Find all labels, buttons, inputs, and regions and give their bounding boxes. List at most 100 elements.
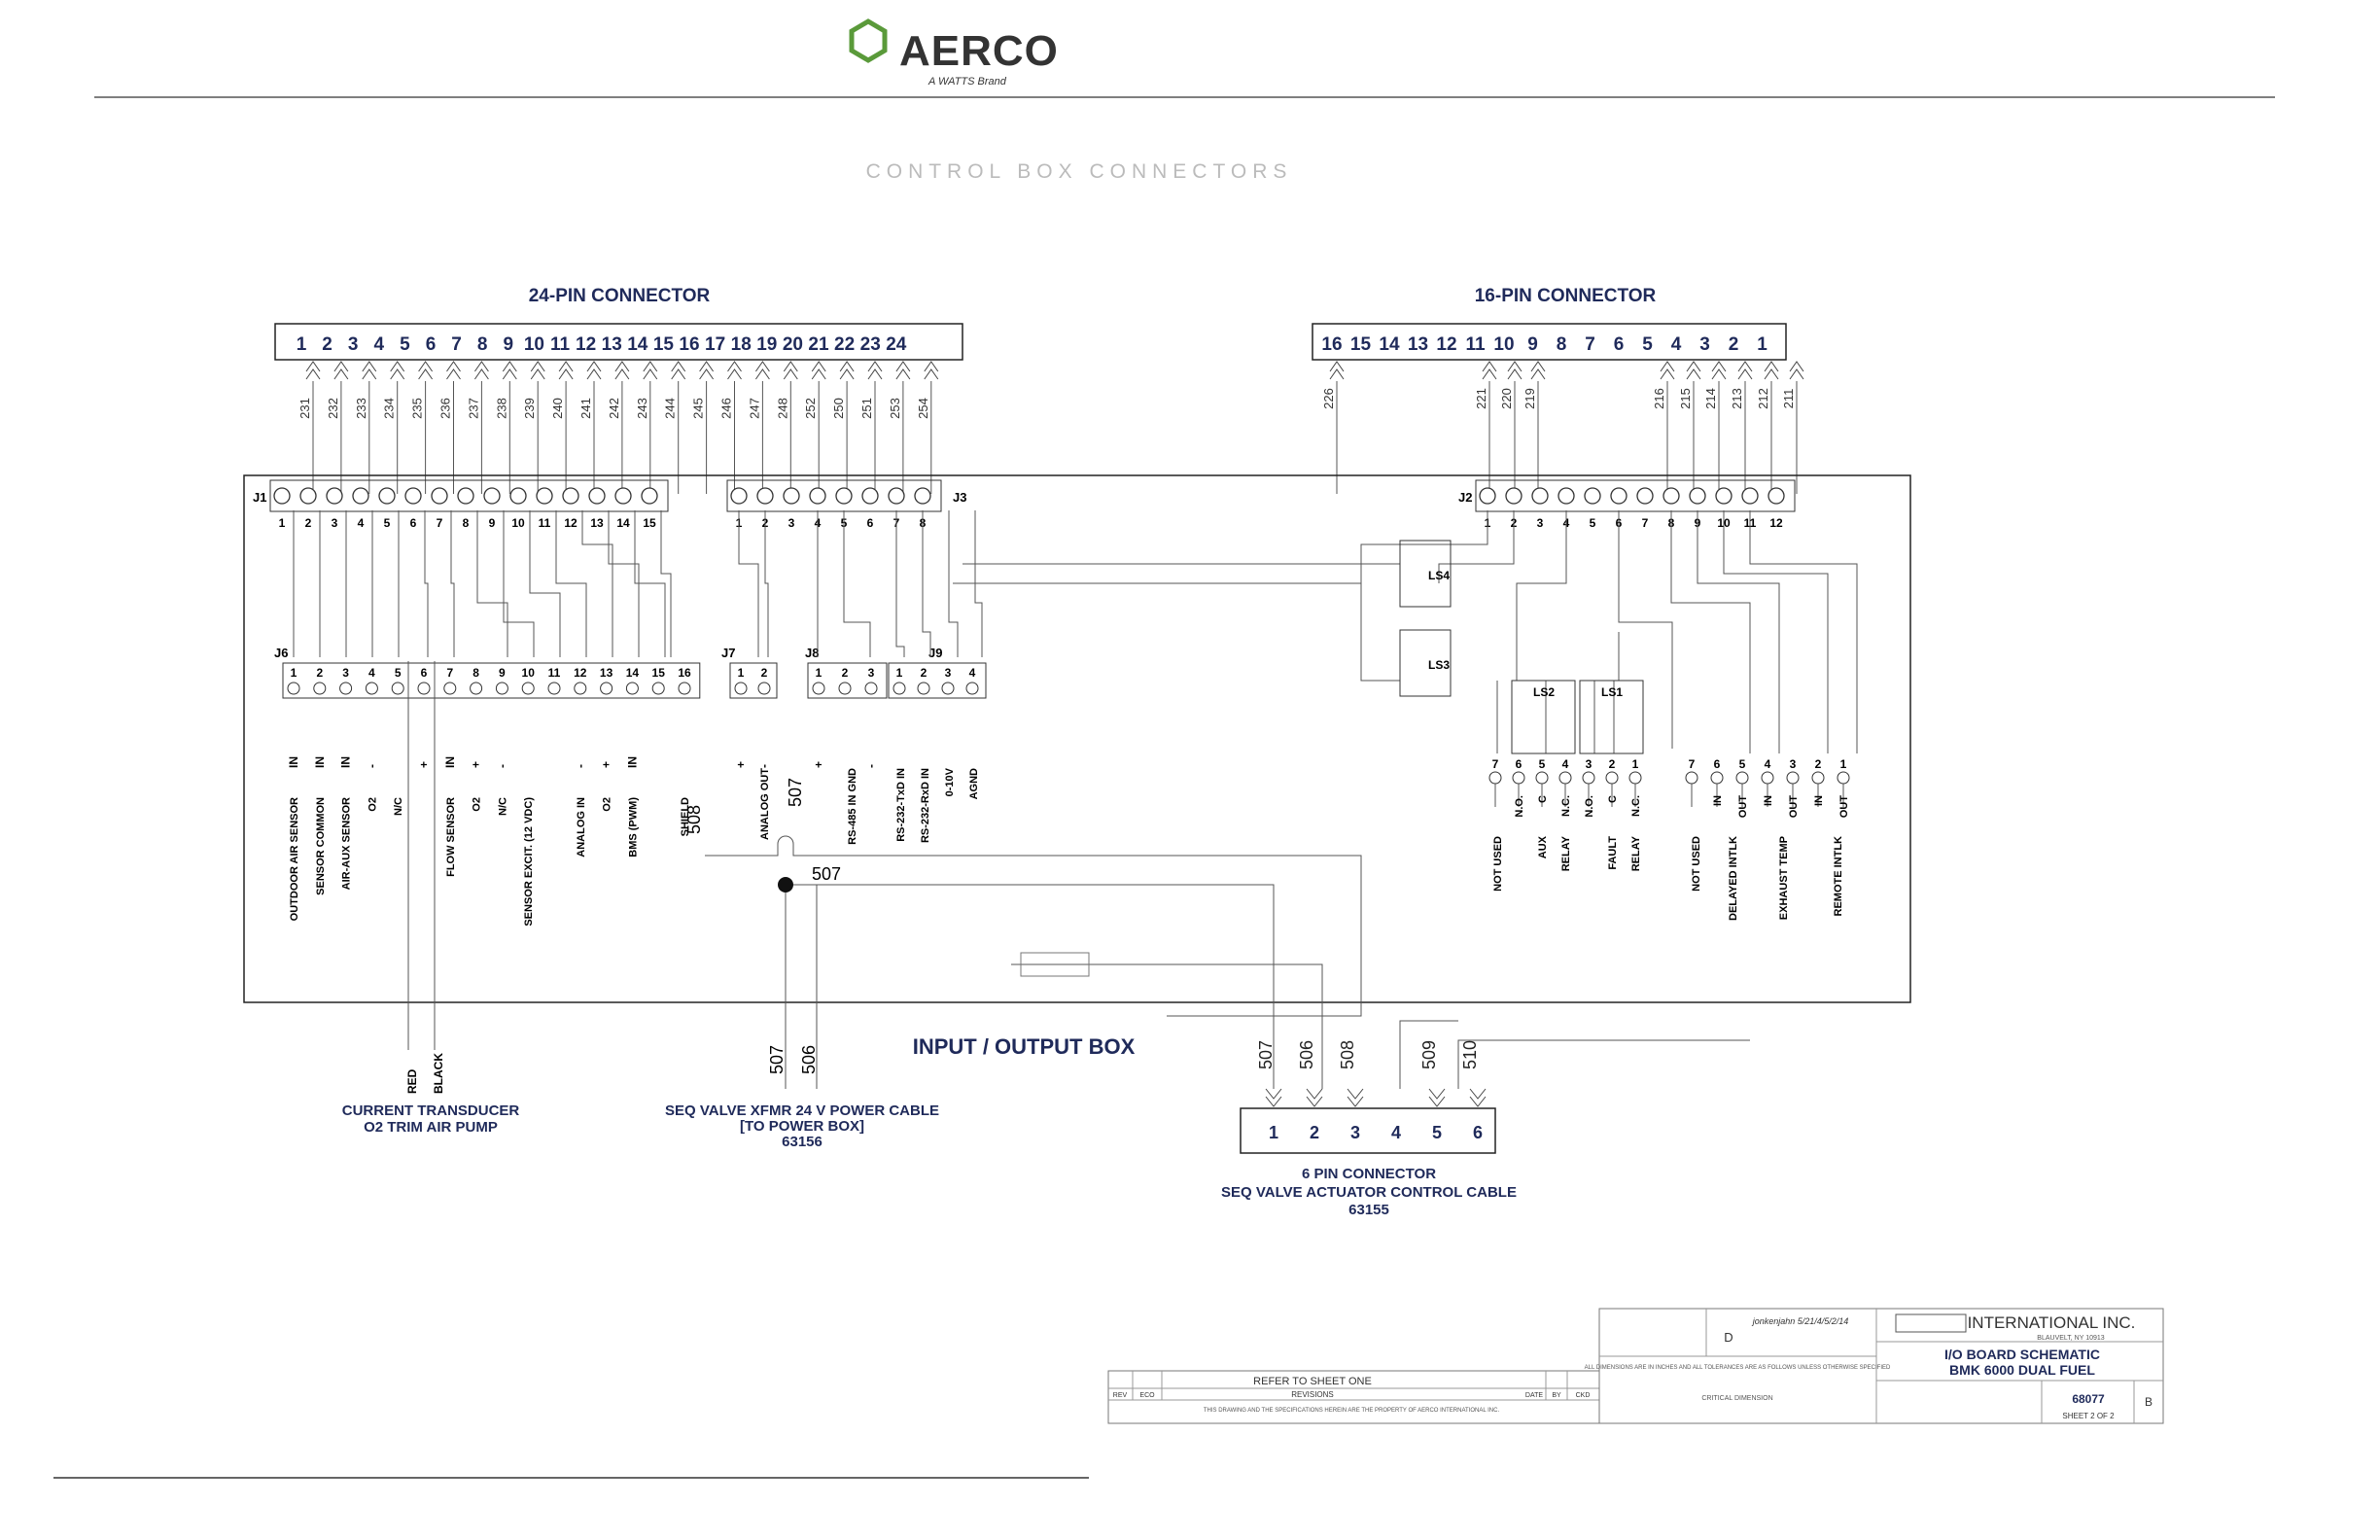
output-contact: OUT <box>1737 795 1749 819</box>
connector16-pin: 13 <box>1408 334 1428 355</box>
terminal-pin <box>888 487 905 505</box>
connector24-pin: 13 <box>602 334 622 355</box>
terminal-pin <box>625 682 639 695</box>
output-contact: IN <box>1813 795 1825 806</box>
connector24-wire-arrow <box>895 361 911 380</box>
terminal-pin <box>757 682 771 695</box>
tb-by-h: BY <box>1552 1392 1561 1399</box>
terminal-signal: + <box>734 761 748 768</box>
connector24-pin: 1 <box>297 334 307 355</box>
terminal-pin <box>600 682 613 695</box>
output-terminal-pin <box>1605 771 1619 785</box>
terminal-pin-number: 9 <box>489 516 496 530</box>
connector24-wire-arrow <box>727 361 742 380</box>
connector24-pin: 10 <box>524 334 544 355</box>
terminal-signal-label: ANALOG IN <box>576 797 587 858</box>
terminal-pin <box>404 487 422 505</box>
connector24-wire-label: 241 <box>578 398 593 419</box>
terminal-pin <box>495 682 508 695</box>
tb-dims-note: ALL DIMENSIONS ARE IN INCHES AND ALL TOL… <box>1585 1365 1891 1371</box>
connector24-wire-label: 253 <box>888 398 902 419</box>
terminal-label: J1 <box>253 490 266 505</box>
seq-cable-w507: 507 <box>767 1045 787 1074</box>
connector24-pin: 7 <box>451 334 462 355</box>
connector16-wire-arrow <box>1686 361 1701 380</box>
io-box-label: INPUT / OUTPUT BOX <box>913 1034 1136 1059</box>
terminal-pin <box>287 682 300 695</box>
tb-rev-h: REV <box>1113 1392 1128 1399</box>
output-terminal-number: 6 <box>1516 757 1522 771</box>
title-block: REFER TO SHEET ONE REVISIONS REV ECO DAT… <box>1107 1308 2164 1424</box>
connector16-wire-label: 212 <box>1756 388 1770 409</box>
six-pin-wire-label: 508 <box>1338 1040 1357 1069</box>
connector24-wire-label: 252 <box>803 398 818 419</box>
connector24-wire-label: 251 <box>859 398 874 419</box>
pump-line2: O2 TRIM AIR PUMP <box>364 1119 498 1136</box>
connector24-pin: 21 <box>808 334 829 355</box>
terminal-pin <box>391 682 404 695</box>
terminal-pin-number: 3 <box>342 666 349 680</box>
terminal-signal-label: RS-232-RxD IN <box>920 768 931 843</box>
connector24-pin: 5 <box>400 334 410 355</box>
output-terminal-pin <box>1735 771 1749 785</box>
output-label: FAULT <box>1607 836 1619 870</box>
connector24-wire-label: 233 <box>354 398 368 419</box>
section-title: CONTROL BOX CONNECTORS <box>866 160 1293 183</box>
tb-dwg-no: 68077 <box>2072 1392 2105 1406</box>
wire-label-508: 508 <box>684 805 704 834</box>
terminal-strip-body <box>726 479 942 512</box>
pump-line1: CURRENT TRANSDUCER <box>342 1102 520 1119</box>
tb-proprietary: THIS DRAWING AND THE SPECIFICATIONS HERE… <box>1204 1408 1500 1414</box>
connector24-wire-label: 244 <box>663 398 678 419</box>
connector24-wire-label: 232 <box>326 398 340 419</box>
terminal-signal-label: O2 <box>367 797 378 812</box>
connector24-pin: 15 <box>653 334 675 355</box>
seq-cable-line3: 63156 <box>782 1134 822 1150</box>
connector24-wire-label: 247 <box>747 398 761 419</box>
connector24-pin: 16 <box>679 334 699 355</box>
tb-size: D <box>1724 1330 1732 1345</box>
six-pin-wire-label: 510 <box>1460 1040 1480 1069</box>
output-contact: N.C. <box>1630 795 1642 817</box>
terminal-signal: IN <box>287 756 300 768</box>
output-label: NOT USED <box>1691 836 1702 892</box>
output-terminal-number: 6 <box>1714 757 1721 771</box>
terminal-pin-number: 1 <box>738 666 745 680</box>
output-terminal-number: 5 <box>1539 757 1546 771</box>
connector24-wire-label: 254 <box>916 398 930 419</box>
output-contact: OUT <box>1788 795 1800 819</box>
terminal-signal: IN <box>339 756 353 768</box>
connector24-pin: 4 <box>374 334 385 355</box>
output-terminal-pin <box>1582 771 1595 785</box>
connector24-pin: 20 <box>783 334 803 355</box>
terminal-pin <box>651 682 665 695</box>
terminal-pin-number: 2 <box>316 666 323 680</box>
terminal-pin <box>1505 487 1522 505</box>
terminal-pin-number: 4 <box>358 516 365 530</box>
connector24-wire-arrow <box>783 361 798 380</box>
terminal-pin-number: 5 <box>395 666 402 680</box>
terminal-pin-number: 5 <box>384 516 391 530</box>
terminal-pin-number: 1 <box>279 516 286 530</box>
tb-revisions: REVISIONS <box>1291 1390 1334 1399</box>
terminal-pin-number: 3 <box>788 516 795 530</box>
connector16-pin: 4 <box>1671 334 1682 355</box>
connector24-wire-label: 246 <box>719 398 734 419</box>
terminal-pin <box>562 487 579 505</box>
connector24-wire-arrow <box>333 361 349 380</box>
output-label: DELAYED INTLK <box>1728 836 1739 921</box>
tb-sheet: SHEET 2 OF 2 <box>2062 1412 2115 1420</box>
terminal-strip-body <box>269 479 669 512</box>
output-terminal-number: 4 <box>1765 757 1771 771</box>
output-contact: OUT <box>1838 795 1850 819</box>
terminal-signal-label: FLOW SENSOR <box>445 797 457 877</box>
terminal-signal-label: O2 <box>602 797 613 812</box>
connector24-pin: 6 <box>426 334 437 355</box>
terminal-pin <box>299 487 317 505</box>
terminal-pin <box>431 487 448 505</box>
terminal-pin <box>861 487 879 505</box>
